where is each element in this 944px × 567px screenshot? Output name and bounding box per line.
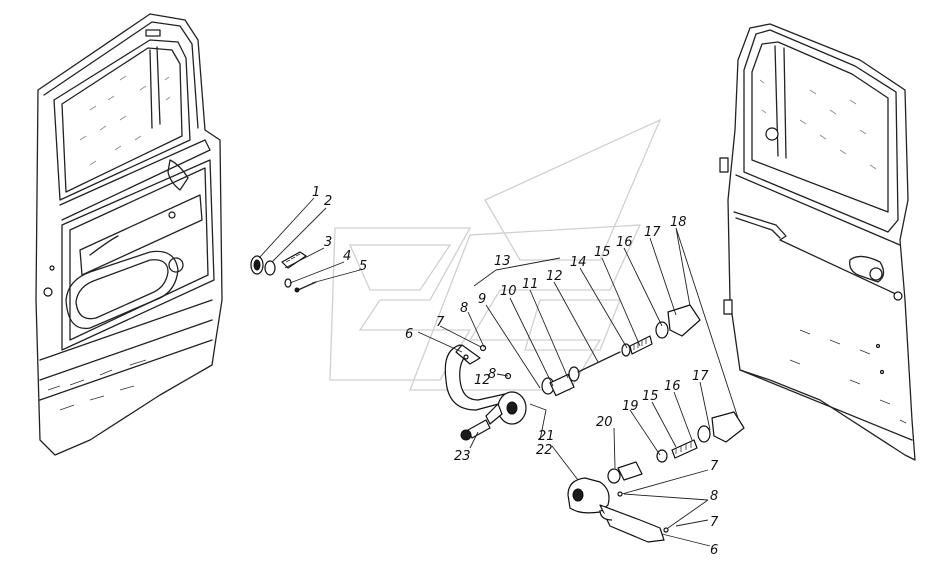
callout-19: 19 (622, 399, 639, 414)
callout-20: 20 (596, 415, 613, 430)
leader-lines (258, 197, 739, 547)
callout-17-upper: 17 (644, 225, 661, 240)
callout-6-upper: 6 (405, 327, 413, 342)
right-door (719, 23, 916, 461)
callout-21: 21 (538, 429, 555, 444)
callout-8-middle: 8 (488, 367, 496, 382)
callout-10: 10 (500, 284, 517, 299)
callout-12-upper: 12 (546, 269, 563, 284)
callout-16-lower: 16 (664, 379, 681, 394)
callout-7-lower-a: 7 (710, 459, 719, 474)
watermark-logo (329, 118, 662, 391)
callout-9: 9 (478, 292, 486, 307)
callout-3: 3 (324, 235, 332, 250)
callout-14: 14 (570, 255, 587, 270)
callout-1: 1 (312, 185, 320, 200)
callout-labels: 1 2 3 4 5 6 7 8 9 10 11 12 13 14 15 16 1… (312, 185, 719, 558)
callout-22: 22 (536, 443, 553, 458)
callout-13: 13 (494, 254, 511, 269)
callout-4: 4 (343, 249, 351, 264)
callout-23: 23 (454, 449, 471, 464)
callout-8-lower: 8 (710, 489, 718, 504)
callout-7-upper: 7 (436, 315, 445, 330)
callout-2: 2 (324, 194, 332, 209)
outer-handle-assembly-lower (567, 411, 745, 543)
callout-5: 5 (359, 259, 367, 274)
callout-8-upper: 8 (460, 301, 468, 316)
callout-15-lower: 15 (642, 389, 659, 404)
callout-6-lower: 6 (710, 543, 718, 558)
left-door (35, 13, 223, 456)
right-door-glass-marks (759, 79, 877, 170)
callout-16-upper: 16 (616, 235, 633, 250)
callout-18: 18 (670, 215, 687, 230)
callout-11: 11 (522, 277, 539, 292)
callout-15-upper: 15 (594, 245, 611, 260)
left-door-glass-marks (79, 75, 171, 166)
callout-17-lower: 17 (692, 369, 709, 384)
outer-handle-assembly-upper (444, 304, 701, 441)
callout-7-lower-b: 7 (710, 515, 719, 530)
callout-12-middle: 12 (474, 373, 491, 388)
lock-cylinder-small-parts (250, 251, 317, 293)
